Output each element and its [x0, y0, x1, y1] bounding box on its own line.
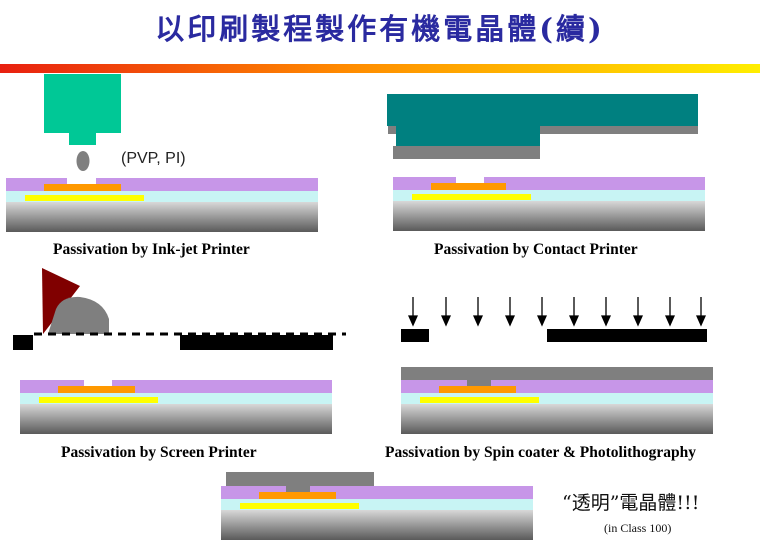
squeegee [42, 268, 80, 334]
cyan-layer [6, 191, 318, 202]
result-diagram [221, 472, 533, 540]
orange-electrode [44, 184, 121, 191]
inkjet-nozzle-tip [69, 133, 96, 145]
uv-arrows [407, 297, 707, 327]
purple-gap [456, 177, 484, 183]
spin-caption: Passivation by Spin coater & Photolithog… [385, 444, 697, 461]
screen-mask-right [180, 335, 333, 350]
purple-gap [84, 380, 112, 386]
paste-blob [48, 296, 109, 334]
orange-electrode [439, 386, 516, 393]
cyan-layer [393, 190, 705, 201]
via-fill [286, 486, 310, 492]
orange-electrode [259, 492, 336, 499]
orange-electrode [58, 386, 135, 393]
yellow-electrode [25, 195, 144, 201]
transparent-transistor-note: “透明”電晶體!!! [562, 492, 700, 514]
spin-coat-layer [401, 367, 713, 380]
top-gray-layer [226, 472, 374, 486]
photomask-left [401, 329, 429, 342]
yellow-electrode [240, 503, 359, 509]
stamp-plate [387, 94, 698, 126]
stamp-shadow [388, 126, 698, 134]
ink-droplet [76, 151, 90, 171]
contact-caption: Passivation by Contact Printer [434, 241, 638, 258]
screen-mask-left [13, 335, 33, 350]
yellow-electrode [420, 397, 539, 403]
cyan-layer [401, 393, 713, 404]
stamp-ink [393, 146, 540, 159]
substrate [393, 201, 705, 231]
yellow-electrode [39, 397, 158, 403]
class-100-note: (in Class 100) [604, 521, 672, 535]
page-title: 以印刷製程製作有機電晶體(續) [155, 12, 605, 46]
screen-diagram [13, 268, 346, 434]
cyan-layer [221, 499, 533, 510]
orange-electrode [431, 183, 506, 190]
screen-caption: Passivation by Screen Printer [61, 444, 257, 461]
inkjet-nozzle-head [44, 74, 121, 133]
yellow-electrode [412, 194, 531, 200]
spin-diagram [401, 297, 713, 434]
substrate [20, 404, 332, 434]
substrate [221, 510, 533, 540]
contact-diagram [387, 94, 705, 231]
cyan-layer [20, 393, 332, 404]
substrate [401, 404, 713, 434]
stamp-pad-teal [396, 126, 540, 146]
inkjet-diagram [6, 74, 318, 232]
via-fill [467, 380, 491, 386]
inkjet-caption: Passivation by Ink-jet Printer [53, 241, 250, 258]
substrate [6, 202, 318, 232]
purple-gap [67, 178, 96, 184]
photomask-right [547, 329, 707, 342]
title-accent-bar [0, 64, 760, 73]
inkjet-material-label: (PVP, PI) [121, 150, 186, 167]
